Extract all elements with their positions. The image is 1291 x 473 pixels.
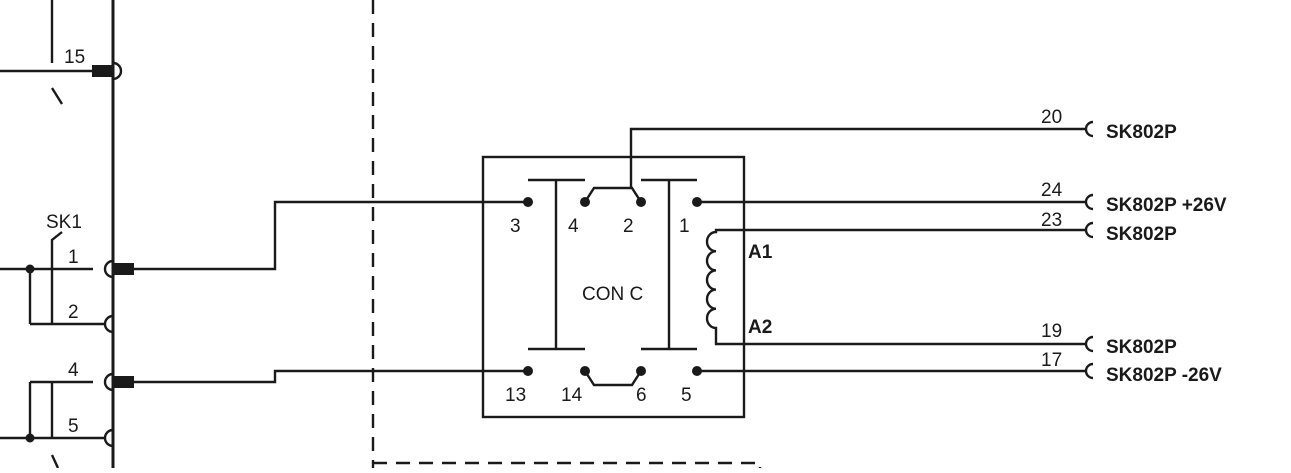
connector-24: 24 SK802P +26V <box>1041 180 1227 216</box>
coil-a1-label: A1 <box>748 242 773 263</box>
connector-20: 20 SK802P <box>1041 107 1177 143</box>
connector-17-socket <box>1084 362 1094 380</box>
terminal-5-socket <box>103 428 114 448</box>
connector-23-socket <box>1084 221 1094 239</box>
pin-1-label: 1 <box>679 216 690 237</box>
connector-19-pin-label: 19 <box>1041 321 1062 342</box>
connector-20-socket <box>1084 120 1094 138</box>
pin-14-label: 14 <box>561 385 583 406</box>
wire-terminal4-to-pin13 <box>134 369 528 384</box>
contactor-name-label: CON C <box>582 284 643 305</box>
terminal-1-plug <box>112 263 134 275</box>
terminal-4-plug <box>112 376 134 388</box>
sk1-switch-mark <box>50 231 63 248</box>
sk1-label: SK1 <box>46 212 82 233</box>
terminal-4-label: 4 <box>68 360 79 381</box>
contactor-con-c: 3 4 2 1 13 14 6 5 CON C A1 A2 <box>481 155 773 419</box>
coil-winding <box>705 228 740 346</box>
connector-24-socket <box>1084 193 1094 211</box>
connector-20-name: SK802P <box>1106 122 1177 143</box>
terminal-1-socket <box>103 259 114 279</box>
pin-2-label: 2 <box>623 216 634 237</box>
wire-pin2-to-conn20 <box>629 127 1085 188</box>
connector-23: 23 SK802P <box>1041 210 1177 245</box>
junction-dot-5 <box>25 433 35 443</box>
terminal-5-label: 5 <box>68 416 79 437</box>
coil-a2-label: A2 <box>748 317 772 338</box>
pin-13-dot <box>523 366 533 376</box>
terminal-15-switch-blade <box>50 87 64 105</box>
pin-4-label: 4 <box>568 216 579 237</box>
connector-17: 17 SK802P -26V <box>1041 350 1222 386</box>
terminal-4-socket <box>103 372 114 392</box>
left-bus: 15 SK1 1 2 4 5 <box>0 0 134 469</box>
pin-13-label: 13 <box>505 385 526 406</box>
jumper-pin14-pin6 <box>583 370 643 387</box>
dashed-boundary-bottom <box>373 461 762 468</box>
terminal-5-switch-blade <box>50 454 60 469</box>
pin-5-label: 5 <box>681 385 692 406</box>
terminal-2-socket <box>103 314 114 334</box>
terminal-15-plug <box>92 65 112 77</box>
contactor-box <box>481 155 746 419</box>
terminal-15-label: 15 <box>64 47 85 68</box>
connector-24-pin-label: 24 <box>1041 180 1063 201</box>
connector-20-pin-label: 20 <box>1041 107 1062 128</box>
connector-19-name: SK802P <box>1106 337 1177 358</box>
wire-terminal1-to-pin3 <box>134 200 528 271</box>
terminal-1-label: 1 <box>68 247 79 268</box>
jumper-pin4-pin2 <box>583 186 643 203</box>
connector-17-name: SK802P -26V <box>1106 365 1222 386</box>
pin-6-label: 6 <box>636 385 647 406</box>
connector-17-pin-label: 17 <box>1041 350 1062 371</box>
pin-3-dot <box>523 197 533 207</box>
connector-23-name: SK802P <box>1106 224 1177 245</box>
terminal-15-socket <box>112 61 123 81</box>
connector-24-name: SK802P +26V <box>1106 195 1227 216</box>
terminal-2-label: 2 <box>68 302 79 323</box>
connector-19: 19 SK802P <box>1041 321 1177 358</box>
connector-23-pin-label: 23 <box>1041 210 1062 231</box>
pin-3-label: 3 <box>510 216 521 237</box>
connector-19-socket <box>1084 335 1094 353</box>
